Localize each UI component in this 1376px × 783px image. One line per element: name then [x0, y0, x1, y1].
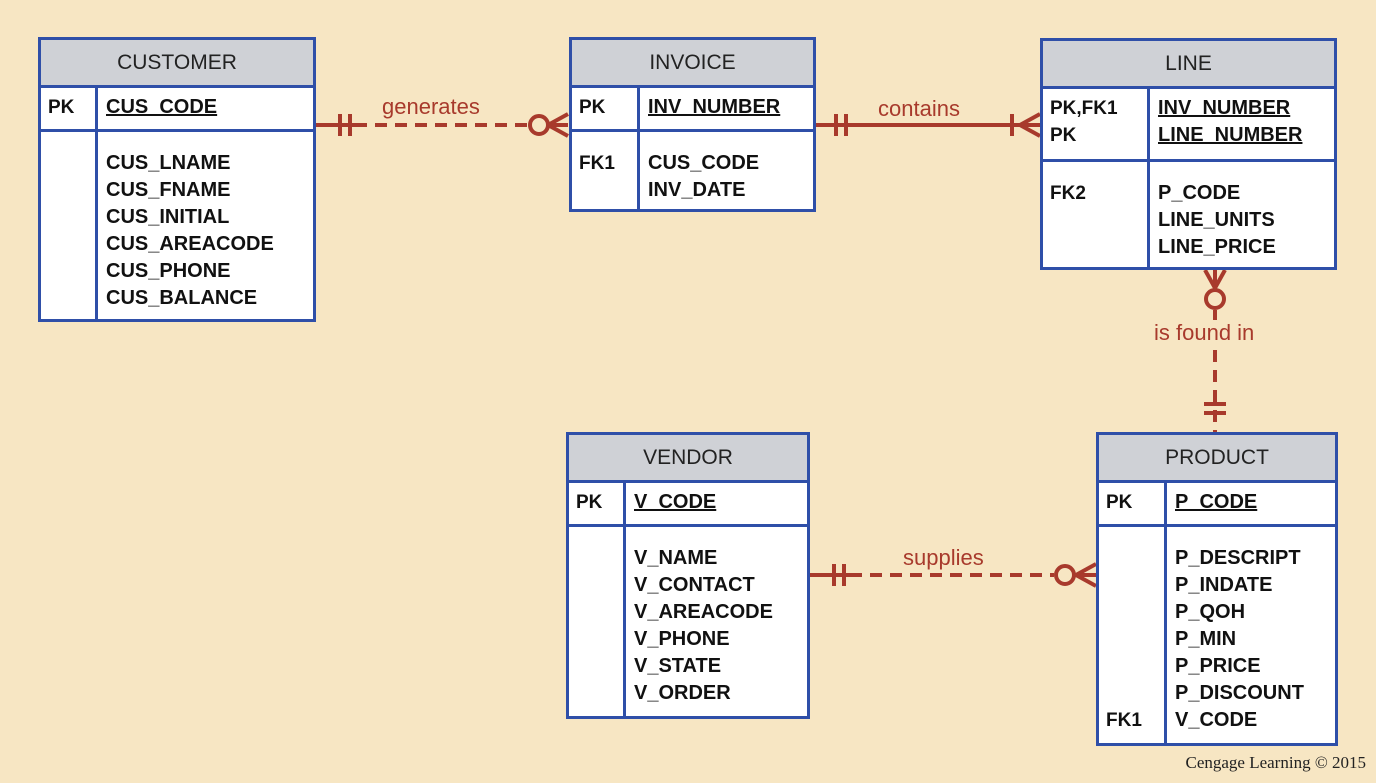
- primary-key-attribute: V_CODE: [634, 491, 717, 513]
- attribute: P_DISCOUNT: [1175, 682, 1304, 704]
- attribute: CUS_PHONE: [106, 260, 231, 282]
- key-label: PK: [576, 492, 603, 513]
- pk-key-column: PK: [1099, 483, 1167, 524]
- attribute: P_INDATE: [1175, 574, 1273, 596]
- pk-attribute-column: CUS_CODE: [98, 88, 313, 129]
- attribute-column: CUS_CODE INV_DATE: [640, 132, 813, 209]
- key-column: FK1: [1099, 527, 1167, 743]
- key-column: FK2: [1043, 162, 1150, 267]
- primary-key-attribute: CUS_CODE: [106, 96, 218, 118]
- key-label: PK: [579, 97, 606, 118]
- rel-generates-connector: [316, 112, 569, 138]
- pk-section: PK CUS_CODE: [41, 88, 313, 132]
- attribute: V_CODE: [1175, 709, 1258, 731]
- attribute: CUS_INITIAL: [106, 206, 230, 228]
- attribute: LINE_UNITS: [1158, 209, 1275, 231]
- attribute: V_ORDER: [634, 682, 731, 704]
- pk-attribute-column: V_CODE: [626, 483, 807, 524]
- attribute: P_CODE: [1158, 182, 1241, 204]
- attribute-column: P_DESCRIPT P_INDATE P_QOH P_MIN P_PRICE P_DIS…: [1167, 527, 1335, 743]
- key-label: [1106, 626, 1164, 653]
- attr-section: CUS_LNAME CUS_FNAME CUS_INITIAL CUS_AREACOD…: [41, 132, 313, 319]
- attribute: P_MIN: [1175, 628, 1237, 650]
- attribute: P_PRICE: [1175, 655, 1261, 677]
- primary-key-attribute: INV_NUMBER: [648, 96, 781, 118]
- entity-title: VENDOR: [569, 435, 807, 483]
- entity-vendor: VENDOR PK V_CODE V_NAME V_CONTACT V_AREACOD…: [566, 432, 810, 719]
- attribute: LINE_PRICE: [1158, 236, 1276, 258]
- pk-attribute-column: INV_NUMBER LINE_NUMBER: [1150, 89, 1334, 159]
- attribute: CUS_FNAME: [106, 179, 231, 201]
- copyright-credit: Cengage Learning © 2015: [1185, 753, 1366, 772]
- rel-supplies-connector: [810, 562, 1097, 588]
- entity-title: LINE: [1043, 41, 1334, 89]
- entity-title: PRODUCT: [1099, 435, 1335, 483]
- primary-key-attribute: LINE_NUMBER: [1158, 124, 1303, 146]
- attr-section: FK1 CUS_CODE INV_DATE: [572, 132, 813, 209]
- key-label: PK: [1050, 125, 1077, 146]
- attribute: P_QOH: [1175, 601, 1246, 623]
- primary-key-attribute: P_CODE: [1175, 491, 1258, 513]
- attribute: V_AREACODE: [634, 601, 773, 623]
- pk-key-column: PK: [572, 88, 640, 129]
- pk-key-column: PK: [41, 88, 98, 129]
- attribute: CUS_AREACODE: [106, 233, 274, 255]
- rel-label-supplies: supplies: [899, 545, 988, 571]
- attribute-column: P_CODE LINE_UNITS LINE_PRICE: [1150, 162, 1334, 267]
- pk-section: PK P_CODE: [1099, 483, 1335, 527]
- key-label: FK1: [1106, 710, 1142, 731]
- attribute: V_NAME: [634, 547, 718, 569]
- rel-label-contains: contains: [874, 96, 964, 122]
- key-label: [1106, 653, 1164, 680]
- attr-section: V_NAME V_CONTACT V_AREACODE V_PHONE V_STATE V…: [569, 527, 807, 716]
- attribute: P_DESCRIPT: [1175, 547, 1301, 569]
- pk-section: PK V_CODE: [569, 483, 807, 527]
- pk-key-column: PK: [569, 483, 626, 524]
- rel-contains-connector: [816, 112, 1041, 138]
- attr-section: FK2 P_CODE LINE_UNITS LINE_PRICE: [1043, 162, 1334, 267]
- key-label: [1106, 545, 1164, 572]
- key-label: PK,FK1: [1050, 98, 1118, 119]
- key-label: PK: [48, 97, 75, 118]
- key-label: PK: [1106, 492, 1133, 513]
- key-column: [41, 132, 98, 319]
- key-label: FK2: [1050, 183, 1086, 204]
- entity-title: CUSTOMER: [41, 40, 313, 88]
- pk-attribute-column: INV_NUMBER: [640, 88, 813, 129]
- attribute: CUS_LNAME: [106, 152, 231, 174]
- key-label: [1106, 680, 1164, 707]
- attribute: CUS_CODE: [648, 152, 760, 174]
- attribute: CUS_BALANCE: [106, 287, 258, 309]
- rel-label-generates: generates: [378, 94, 484, 120]
- rel-label-is-found-in: is found in: [1150, 320, 1259, 346]
- attribute-column: CUS_LNAME CUS_FNAME CUS_INITIAL CUS_AREACOD…: [98, 132, 313, 319]
- entity-title: INVOICE: [572, 40, 813, 88]
- key-label: [1106, 572, 1164, 599]
- key-column: FK1: [572, 132, 640, 209]
- attribute: INV_DATE: [648, 179, 746, 201]
- key-column: [569, 527, 626, 716]
- pk-attribute-column: P_CODE: [1167, 483, 1335, 524]
- key-label: FK1: [579, 153, 615, 174]
- key-label: [1106, 599, 1164, 626]
- pk-section: PK INV_NUMBER: [572, 88, 813, 132]
- rel-is-found-in-connector: [1203, 269, 1227, 433]
- attribute: V_CONTACT: [634, 574, 755, 596]
- attribute: V_STATE: [634, 655, 722, 677]
- attribute: V_PHONE: [634, 628, 730, 650]
- attribute-column: V_NAME V_CONTACT V_AREACODE V_PHONE V_STATE V…: [626, 527, 807, 716]
- entity-invoice: INVOICE PK INV_NUMBER FK1 CUS_CODE INV_DATE: [569, 37, 816, 212]
- primary-key-attribute: INV_NUMBER: [1158, 97, 1291, 119]
